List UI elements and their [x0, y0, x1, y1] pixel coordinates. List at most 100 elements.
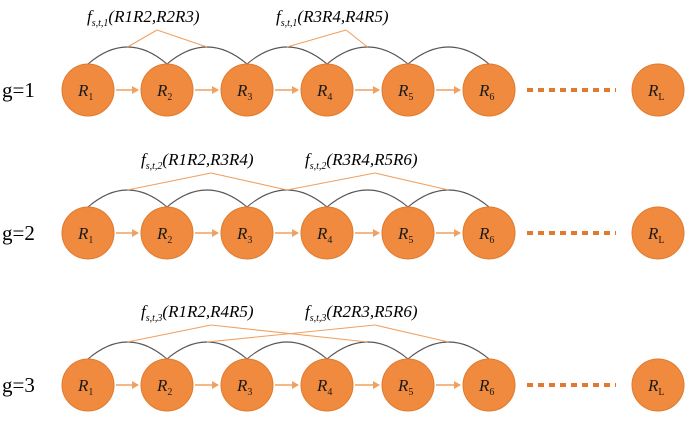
pair-link — [374, 324, 449, 343]
arrow-head — [292, 229, 299, 237]
node-r4: R4 — [300, 206, 354, 260]
node-main: R — [156, 376, 168, 395]
arrow-head — [292, 86, 299, 94]
row-label: g=3 — [2, 373, 35, 397]
node-r1: R1 — [61, 206, 115, 260]
node-main: R — [397, 224, 409, 243]
func-sub: s,t,2 — [146, 161, 163, 172]
node-r3: R3 — [220, 358, 274, 412]
node-main: R — [316, 81, 328, 100]
pair-arc — [407, 341, 490, 360]
pair-link — [127, 172, 212, 191]
node-circle — [381, 358, 435, 412]
node-label: R5 — [397, 81, 413, 103]
node-sub: 4 — [327, 92, 332, 103]
node-r6: R6 — [462, 63, 516, 117]
node-label: R3 — [236, 376, 252, 398]
pair-arc — [326, 341, 409, 360]
node-circle — [220, 63, 274, 117]
pair-arc — [407, 46, 490, 65]
node-sub: 2 — [167, 235, 172, 246]
pair-arc — [166, 189, 248, 208]
func-args: (R1R2,R2R3) — [108, 7, 199, 26]
node-main: R — [236, 376, 248, 395]
node-r5: R5 — [381, 206, 435, 260]
node-sub: 1 — [88, 92, 93, 103]
node-main: R — [316, 224, 328, 243]
node-r6: R6 — [462, 358, 516, 412]
node-label: R3 — [236, 81, 252, 103]
node-main: R — [397, 376, 409, 395]
node-rl: RL — [631, 358, 685, 412]
pair-arc — [326, 46, 409, 65]
node-label: R1 — [77, 376, 93, 398]
node-label: RL — [647, 376, 665, 398]
pair-link — [286, 29, 347, 48]
pair-arc — [87, 189, 168, 208]
node-label: R6 — [478, 81, 494, 103]
node-label: R3 — [236, 224, 252, 246]
pair-link — [286, 172, 376, 191]
node-label: RL — [647, 81, 665, 103]
arrow-head — [212, 86, 219, 94]
node-main: R — [478, 224, 490, 243]
pair-arc — [246, 46, 328, 65]
pair-link — [127, 29, 158, 48]
node-main: R — [647, 376, 659, 395]
func-name: f — [87, 7, 94, 26]
node-main: R — [77, 81, 89, 100]
pair-link — [156, 29, 208, 48]
func-name: f — [305, 150, 312, 169]
node-label: R4 — [316, 376, 332, 398]
node-sub: 4 — [327, 235, 332, 246]
node-main: R — [77, 224, 89, 243]
pair-link — [374, 172, 449, 191]
node-main: R — [156, 81, 168, 100]
node-label: R2 — [156, 376, 172, 398]
node-main: R — [478, 376, 490, 395]
node-label: R5 — [397, 224, 413, 246]
node-label: RL — [647, 224, 665, 246]
func-sub: s,t,1 — [281, 18, 298, 29]
node-main: R — [397, 81, 409, 100]
pair-function: fs,t,2(R1R2,R3R4) — [141, 150, 254, 172]
node-circle — [61, 206, 115, 260]
pair-arc — [166, 341, 248, 360]
func-name: f — [305, 302, 312, 321]
node-sub: 1 — [88, 387, 93, 398]
node-sub: 3 — [247, 92, 252, 103]
node-r5: R5 — [381, 358, 435, 412]
node-circle — [300, 63, 354, 117]
node-main: R — [77, 376, 89, 395]
node-r1: R1 — [61, 358, 115, 412]
node-label: R2 — [156, 81, 172, 103]
node-sub: 4 — [327, 387, 332, 398]
func-args: (R2R3,R5R6) — [326, 302, 417, 321]
node-sub: 5 — [408, 387, 413, 398]
node-circle — [220, 206, 274, 260]
node-label: R1 — [77, 224, 93, 246]
pair-link — [127, 324, 212, 343]
func-name: f — [141, 150, 148, 169]
func-args: (R1R2,R4R5) — [162, 302, 253, 321]
node-sub: 5 — [408, 92, 413, 103]
func-name: f — [141, 302, 148, 321]
node-r6: R6 — [462, 206, 516, 260]
node-r3: R3 — [220, 206, 274, 260]
pair-function: fs,t,2(R3R4,R5R6) — [305, 150, 418, 172]
node-main: R — [647, 81, 659, 100]
node-r4: R4 — [300, 63, 354, 117]
node-circle — [631, 63, 685, 117]
func-args: (R1R2,R3R4) — [162, 150, 253, 169]
node-label: R2 — [156, 224, 172, 246]
func-sub: s,t,3 — [310, 313, 327, 324]
pair-function: fs,t,1(R3R4,R4R5) — [276, 7, 389, 29]
pair-link — [210, 172, 288, 191]
node-sub: 5 — [408, 235, 413, 246]
node-main: R — [478, 81, 490, 100]
node-sub: L — [658, 235, 664, 246]
node-sub: 3 — [247, 235, 252, 246]
node-circle — [61, 358, 115, 412]
